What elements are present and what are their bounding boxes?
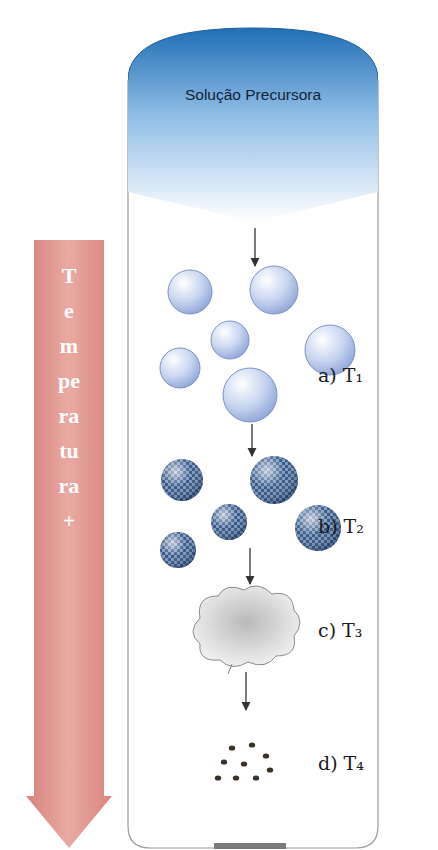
temperature-arrow: Temperatura + <box>24 240 114 850</box>
node-outline <box>24 240 114 850</box>
porous-sphere <box>160 532 196 568</box>
particle <box>253 775 259 780</box>
particle <box>263 753 269 758</box>
stage-label: d) T₄ <box>318 752 364 774</box>
flow-arrow <box>245 672 246 710</box>
particle <box>241 761 247 766</box>
porous-sphere <box>161 459 203 501</box>
vapor-cloud <box>193 586 300 667</box>
particles <box>215 742 273 780</box>
stage-label: a) T₁ <box>318 364 363 386</box>
flow-arrow <box>251 424 252 456</box>
reservoir-rim <box>128 28 378 80</box>
droplets <box>160 266 355 422</box>
particle <box>267 767 273 772</box>
node-outline <box>128 26 378 226</box>
droplet <box>223 368 277 422</box>
arrow-shape <box>26 240 112 848</box>
porous-sphere <box>250 456 298 504</box>
flow-arrow <box>249 548 250 584</box>
particle <box>215 775 221 780</box>
sphere-shading <box>250 456 298 504</box>
sphere-shading <box>211 504 247 540</box>
particle <box>233 775 239 780</box>
droplet <box>160 348 200 388</box>
reservoir-label: Solução Precursora <box>128 86 378 104</box>
flow-arrow <box>254 228 255 266</box>
axis-label: Temperatura + <box>58 258 80 538</box>
sphere-shading <box>160 532 196 568</box>
cloud-tail <box>228 664 232 674</box>
stage-label: b) T₂ <box>318 515 364 537</box>
droplet <box>211 321 249 359</box>
particle <box>229 745 235 750</box>
collector-base <box>214 843 286 849</box>
stage-label: c) T₃ <box>318 619 362 641</box>
sphere-shading <box>161 459 203 501</box>
particle <box>221 759 227 764</box>
reservoir-cap <box>128 28 378 222</box>
particle <box>249 742 255 747</box>
droplet <box>168 270 212 314</box>
precursor-reservoir: Solução Precursora <box>128 26 378 226</box>
porous-sphere <box>211 504 247 540</box>
droplet <box>250 266 298 314</box>
porous-spheres <box>160 456 341 568</box>
